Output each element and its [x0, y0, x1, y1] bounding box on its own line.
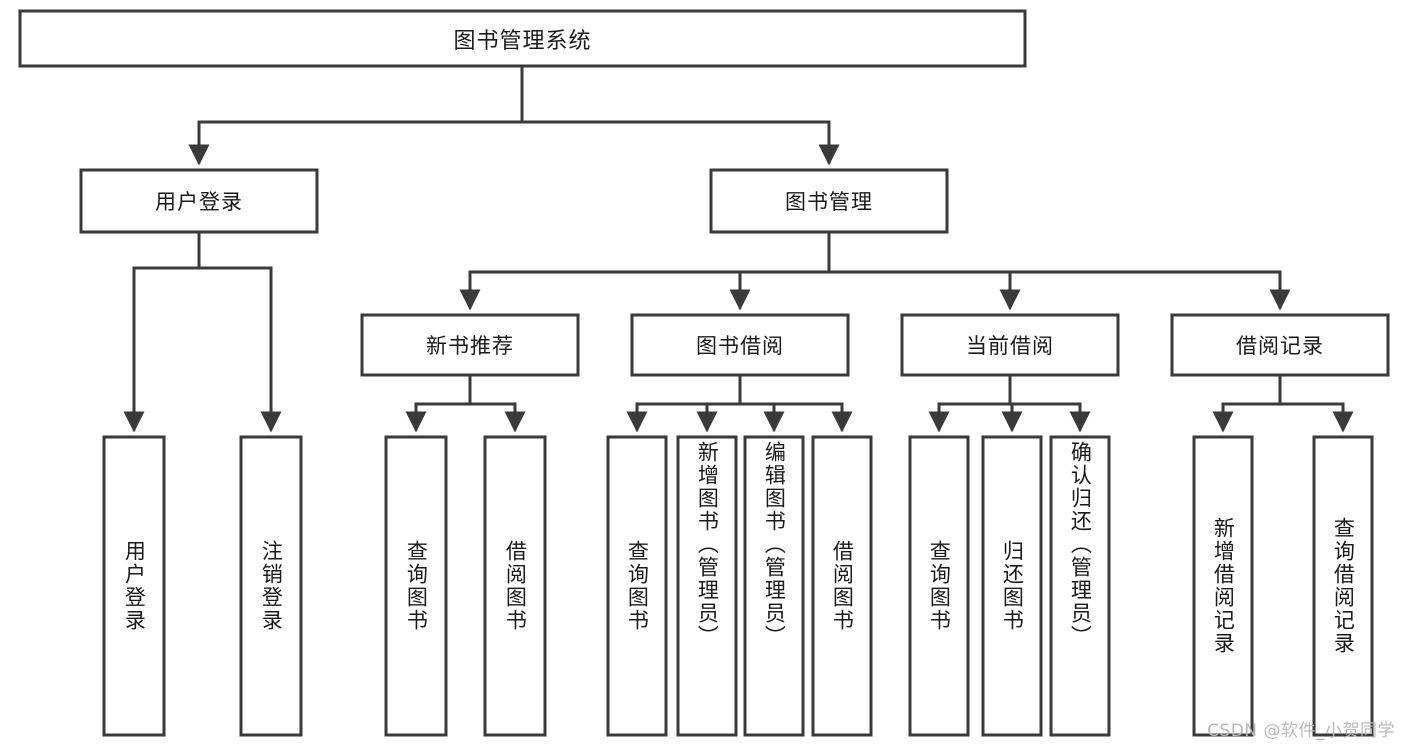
node-box-leaf-query-book-cur[interactable] [908, 435, 970, 737]
connector-group-new-book-rec [405, 373, 526, 433]
connector-group-current-borrow [928, 373, 1091, 433]
node-box-new-book-rec[interactable] [360, 313, 580, 377]
node-box-borrow-record[interactable] [1170, 313, 1390, 377]
node-box-book-borrow[interactable] [630, 313, 850, 377]
connector-group-root [188, 64, 840, 166]
node-box-leaf-edit-book-admin[interactable] [743, 435, 805, 737]
connector-group-book-borrow [626, 373, 853, 433]
node-box-leaf-user-login[interactable] [102, 435, 166, 737]
connector-group-user-login [123, 230, 282, 433]
node-box-leaf-borrow-book-rec[interactable] [483, 435, 547, 737]
node-box-leaf-add-book-admin[interactable] [676, 435, 738, 737]
node-box-leaf-return-book[interactable] [981, 435, 1043, 737]
node-box-leaf-query-borrow-record[interactable] [1312, 435, 1374, 737]
node-box-current-borrow[interactable] [900, 313, 1120, 377]
connector-group-book-manage [459, 230, 1291, 311]
node-box-root[interactable] [18, 9, 1027, 68]
node-box-leaf-query-book-borrow[interactable] [606, 435, 668, 737]
node-box-leaf-add-borrow-record[interactable] [1192, 435, 1254, 737]
node-box-leaf-confirm-return-admin[interactable] [1049, 435, 1111, 737]
node-box-leaf-borrow-book[interactable] [811, 435, 873, 737]
node-box-leaf-logout[interactable] [239, 435, 303, 737]
node-box-leaf-query-book-rec[interactable] [384, 435, 448, 737]
node-box-user-login[interactable] [79, 168, 319, 234]
node-box-book-manage[interactable] [709, 168, 949, 234]
watermark-text: CSDN @软件_小贺同学 [1207, 721, 1395, 741]
connector-group-borrow-record [1212, 373, 1354, 433]
